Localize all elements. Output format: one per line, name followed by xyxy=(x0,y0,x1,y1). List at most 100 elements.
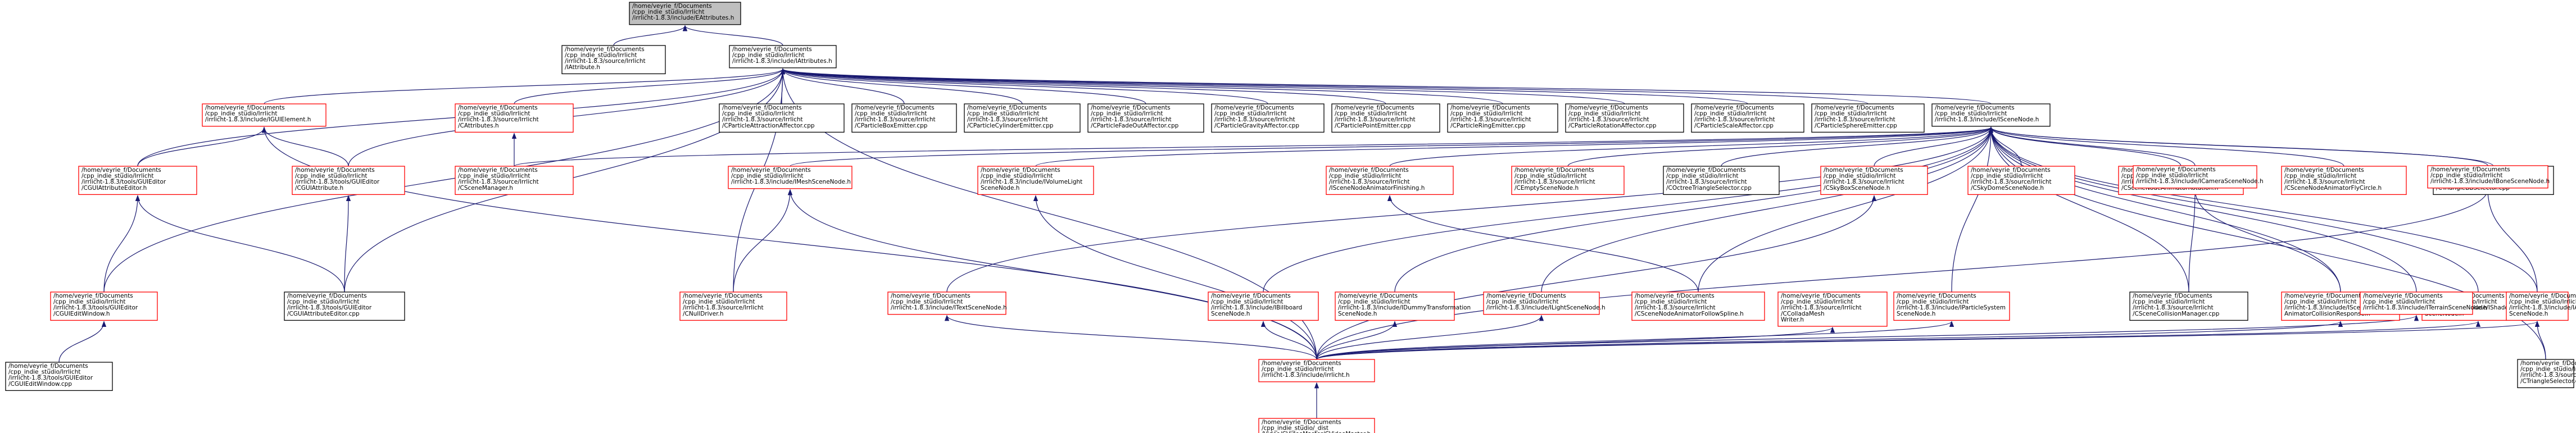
node-imeshscenenode[interactable]: /home/veyrie_f/Documents/cpp_indie_studi… xyxy=(728,166,852,189)
node-cguiattribute[interactable]: /home/veyrie_f/Documents/cpp_indie_studi… xyxy=(292,166,405,195)
node-cguiattributeeditor_cpp[interactable]: /home/veyrie_f/Documents/cpp_indie_studi… xyxy=(284,291,405,321)
node-iterrainscenenode[interactable]: /home/veyrie_f/Documents/cpp_indie_studi… xyxy=(2360,291,2487,315)
node-label-line: /CTriangleSelector.cpp xyxy=(2520,378,2576,385)
node-label-line: /cpp_indie_studio/Irrlicht xyxy=(2284,173,2356,180)
node-ianimatedmesh[interactable]: /home/veyrie_f/Documents/cpp_indie_studi… xyxy=(2506,291,2576,321)
node-cattributes_h[interactable]: /home/veyrie_f/Documents/cpp_indie_studi… xyxy=(455,103,574,133)
node-cscenemanager[interactable]: /home/veyrie_f/Documents/cpp_indie_studi… xyxy=(455,166,574,195)
node-itextscenenode[interactable]: /home/veyrie_f/Documents/cpp_indie_studi… xyxy=(887,291,1007,315)
node-iguielement[interactable]: /home/veyrie_f/Documents/cpp_indie_studi… xyxy=(202,103,326,127)
node-pcylinder[interactable]: /home/veyrie_f/Documents/cpp_indie_studi… xyxy=(964,103,1081,133)
node-box xyxy=(964,103,1081,133)
node-label-line: /irrlicht-1.8.3/source/Irrlicht xyxy=(2284,179,2365,185)
node-animfinishing[interactable]: /home/veyrie_f/Documents/cpp_indie_studi… xyxy=(1326,166,1454,195)
node-cscenecollision[interactable]: /home/veyrie_f/Documents/cpp_indie_studi… xyxy=(2129,291,2248,321)
node-pring[interactable]: /home/veyrie_f/Documents/cpp_indie_studi… xyxy=(1447,103,1558,133)
node-label-line: /irrlicht-1.8.3/source/Irrlicht xyxy=(1091,116,1172,123)
node-irrlicht_h[interactable]: /home/veyrie_f/Documents/cpp_indie_studi… xyxy=(1258,359,1375,382)
node-label-line: /irrlicht-1.8.3/source/Irrlicht xyxy=(1635,304,1716,311)
edge-cnulldriver-to-imeshscenenode xyxy=(733,189,793,293)
node-label-line: /cpp_indie_studio/Irrlicht xyxy=(458,111,530,117)
node-cskybox[interactable]: /home/veyrie_f/Documents/cpp_indie_studi… xyxy=(1820,166,1928,195)
node-label-line: /home/veyrie_f/Documents xyxy=(8,363,88,370)
node-root[interactable]: /home/veyrie_f/Documents/cpp_indie_studi… xyxy=(629,2,741,25)
node-pattraction[interactable]: /home/veyrie_f/Documents/cpp_indie_studi… xyxy=(719,103,845,133)
node-psphere[interactable]: /home/veyrie_f/Documents/cpp_indie_studi… xyxy=(1811,103,1925,133)
node-animfollowspline[interactable]: /home/veyrie_f/Documents/cpp_indie_studi… xyxy=(1631,291,1765,321)
edge-cguiattribute-to-iguielement xyxy=(261,126,349,167)
node-animflycircle[interactable]: /home/veyrie_f/Documents/cpp_indie_studi… xyxy=(2281,166,2407,195)
node-label-line: /cpp_indie_studio/Irrlicht xyxy=(1935,111,2007,117)
node-coctreetriangle[interactable]: /home/veyrie_f/Documents/cpp_indie_studi… xyxy=(1663,166,1780,195)
edge-cguieditwindow-to-iattributes xyxy=(103,68,786,293)
node-label-line: /home/veyrie_f/Documents xyxy=(2520,360,2576,367)
edge-irrlicht_h-to-idummytransform xyxy=(1316,321,1398,360)
node-cemptyscenenode[interactable]: /home/veyrie_f/Documents/cpp_indie_studi… xyxy=(1511,166,1625,195)
edge-iscenenode-to-iattributes xyxy=(781,68,1992,104)
node-label-line: /cpp_indie_studio/Irrlicht xyxy=(2133,299,2205,306)
node-ilightscenenode[interactable]: /home/veyrie_f/Documents/cpp_indie_studi… xyxy=(1483,291,1606,315)
node-cguiattributeeditor[interactable]: /home/veyrie_f/Documents/cpp_indie_studi… xyxy=(78,166,197,195)
node-ibillboard[interactable]: /home/veyrie_f/Documents/cpp_indie_studi… xyxy=(1208,291,1319,321)
node-cguieditwindow_cpp[interactable]: /home/veyrie_f/Documents/cpp_indie_studi… xyxy=(5,362,113,391)
node-iattr_src[interactable]: /home/veyrie_f/Documents/cpp_indie_studi… xyxy=(561,45,666,75)
edge-irrlicht_h-to-iscenenodeanimcoll xyxy=(1316,321,2343,360)
edge-irrlicht_h-to-iboneScenenode xyxy=(1316,188,2491,360)
node-cguieditwindow[interactable]: /home/veyrie_f/Documents/cpp_indie_studi… xyxy=(50,291,158,321)
node-label-line: /home/veyrie_f/Documents xyxy=(632,3,712,10)
node-label-line: /cpp_indie_studio/Irrlicht xyxy=(981,173,1053,180)
edge-cscenecollision-to-iscenenode xyxy=(1988,126,2189,293)
node-videomaster[interactable]: /home/veyrie_f/Documents/cpp_indie_studi… xyxy=(1258,418,1375,433)
node-label-line: /home/veyrie_f/Documents xyxy=(1971,167,2051,174)
node-icamerascenenode[interactable]: /home/veyrie_f/Documents/cpp_indie_studi… xyxy=(2133,165,2264,189)
node-label-line: Writer.h xyxy=(1781,316,1804,323)
edge-protation-to-iattributes xyxy=(781,68,1625,104)
node-label-line: /irrlicht-1.8.3/include/ITerrainSceneNod… xyxy=(2363,304,2487,311)
node-iscenenodeanimcoll[interactable]: /home/veyrie_f/Documents/cpp_indie_studi… xyxy=(2281,291,2400,321)
node-cnulldriver[interactable]: /home/veyrie_f/Documents/cpp_indie_studi… xyxy=(679,291,787,321)
node-iattributes[interactable]: /home/veyrie_f/Documents/cpp_indie_studi… xyxy=(729,45,837,69)
node-ppoint[interactable]: /home/veyrie_f/Documents/cpp_indie_studi… xyxy=(1331,103,1440,133)
node-ccolladamesh[interactable]: /home/veyrie_f/Documents/cpp_indie_studi… xyxy=(1777,291,1888,327)
node-iscenenode[interactable]: /home/veyrie_f/Documents/cpp_indie_studi… xyxy=(1931,103,2051,127)
node-label-line: /home/veyrie_f/Documents xyxy=(1338,293,1418,299)
node-label-line: /home/veyrie_f/Documents xyxy=(1815,104,1894,111)
node-label-line: /CParticlePointEmitter.cpp xyxy=(1335,122,1411,129)
node-label-line: /home/veyrie_f/Documents xyxy=(205,104,285,111)
node-ivolumelight[interactable]: /home/veyrie_f/Documents/cpp_indie_studi… xyxy=(977,166,1094,195)
node-label-line: /cpp_indie_studio/Irrlicht xyxy=(205,111,277,117)
node-label-line: /irrlicht-1.8.3/source/Irrlicht xyxy=(1514,179,1595,185)
edge-icamerascenenode-to-iscenenode xyxy=(1988,126,2196,166)
node-label-line: /home/veyrie_f/Documents xyxy=(2509,293,2576,299)
node-pgravity[interactable]: /home/veyrie_f/Documents/cpp_indie_studi… xyxy=(1211,103,1325,133)
node-idummytransform[interactable]: /home/veyrie_f/Documents/cpp_indie_studi… xyxy=(1335,291,1471,321)
node-label-line: /COctreeTriangleSelector.cpp xyxy=(1666,185,1752,192)
edge-ppoint-to-iattributes xyxy=(781,68,1386,104)
node-cskydome[interactable]: /home/veyrie_f/Documents/cpp_indie_studi… xyxy=(1967,166,2075,195)
edge-irrlicht_h-to-ianimatedmesh xyxy=(1316,321,2539,360)
edge-imeshscenenode-to-iscenenode xyxy=(790,126,1993,167)
node-label-line: /CAttributes.h xyxy=(458,122,499,129)
node-label-line: AnimatorCollisionResponse.h xyxy=(2284,311,2370,317)
node-label-line: /cpp_indie_studio/Irrlicht xyxy=(1211,299,1283,306)
edge-layer xyxy=(58,25,2546,418)
node-pbox[interactable]: /home/veyrie_f/Documents/cpp_indie_studi… xyxy=(851,103,957,133)
node-label-line: /irrlicht-1.8.3/source/Irrlicht xyxy=(1971,179,2052,185)
node-label-line: /irrlicht-1.8.3/include/ITextSceneNode.h xyxy=(891,304,1007,311)
node-iparticlesystem[interactable]: /home/veyrie_f/Documents/cpp_indie_studi… xyxy=(1893,291,2010,321)
node-ctriangleselector[interactable]: /home/veyrie_f/Documents/cpp_indie_studi… xyxy=(2517,359,2576,389)
node-protation[interactable]: /home/veyrie_f/Documents/cpp_indie_studi… xyxy=(1565,103,1684,133)
node-box xyxy=(1631,291,1765,321)
edge-irrlicht_h-to-ilightscenenode xyxy=(1316,315,1544,360)
node-pscale[interactable]: /home/veyrie_f/Documents/cpp_indie_studi… xyxy=(1691,103,1804,133)
node-box xyxy=(1663,166,1780,195)
node-box xyxy=(2427,165,2548,189)
node-box xyxy=(1777,291,1888,327)
node-label-line: /irrlicht-1.8.3/include/IAnimatedMesh xyxy=(2509,304,2576,311)
node-pfadeout[interactable]: /home/veyrie_f/Documents/cpp_indie_studi… xyxy=(1087,103,1204,133)
node-iboneScenenode[interactable]: /home/veyrie_f/Documents/cpp_indie_studi… xyxy=(2427,165,2550,189)
node-label-line: /irrlicht-1.8.3/source/Irrlicht xyxy=(458,179,539,185)
node-label-line: /irrlicht-1.8.3/include/IDummyTransforma… xyxy=(1338,304,1471,311)
node-label-line: /IAttribute.h xyxy=(565,64,600,71)
edge-itextscenenode-to-iscenenode xyxy=(946,126,1994,293)
